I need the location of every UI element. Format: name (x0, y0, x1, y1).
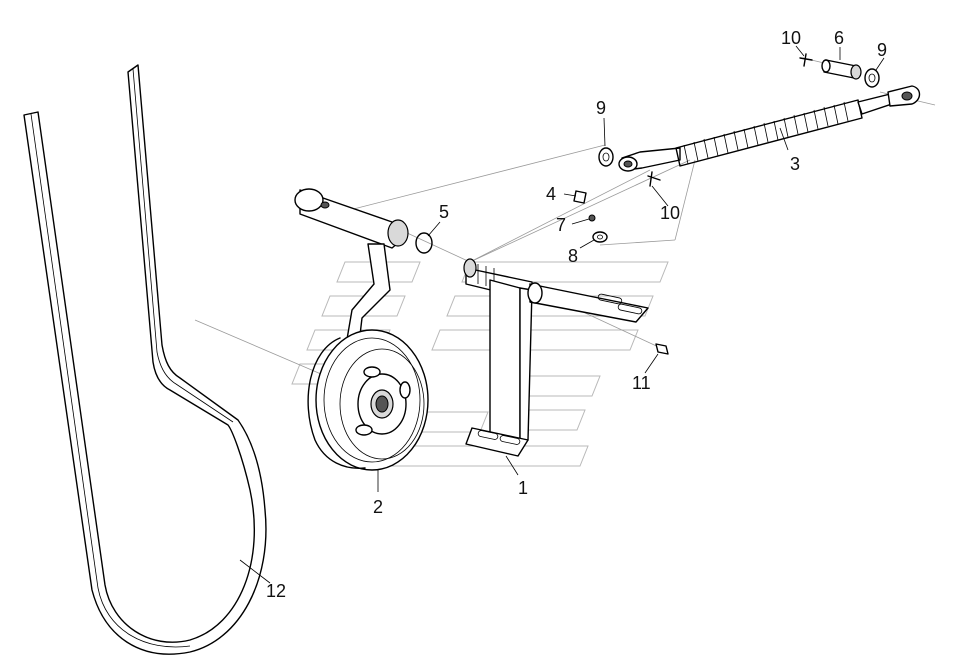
callout-2: 2 (373, 497, 383, 517)
callout-labels: 1 2 3 4 5 6 7 8 9 9 10 10 11 12 (266, 28, 887, 601)
callout-6: 6 (834, 28, 844, 48)
washers (598, 68, 880, 167)
callout-1: 1 (518, 478, 528, 498)
cotter-pins (647, 53, 813, 187)
callout-10-lower: 10 (660, 203, 680, 223)
callout-10-upper: 10 (781, 28, 801, 48)
tension-spring (618, 85, 921, 172)
callout-9-lower: 9 (596, 98, 606, 118)
tensioner-pulley (294, 188, 429, 471)
callout-4: 4 (546, 184, 556, 204)
small-hardware (573, 190, 608, 243)
callout-3: 3 (790, 154, 800, 174)
v-belt (23, 64, 267, 655)
callout-5: 5 (439, 202, 449, 222)
callout-leaders (239, 45, 885, 584)
spring-coils (675, 99, 863, 167)
callout-8: 8 (568, 246, 578, 266)
callout-7: 7 (556, 215, 566, 235)
clevis-pin (821, 59, 862, 80)
snap-ring (415, 232, 433, 254)
construction-lines (194, 57, 936, 381)
callout-9-upper: 9 (877, 40, 887, 60)
grease-fitting (655, 343, 669, 355)
mounting-bracket (463, 258, 649, 457)
callout-12: 12 (266, 581, 286, 601)
callout-11: 11 (632, 373, 651, 393)
